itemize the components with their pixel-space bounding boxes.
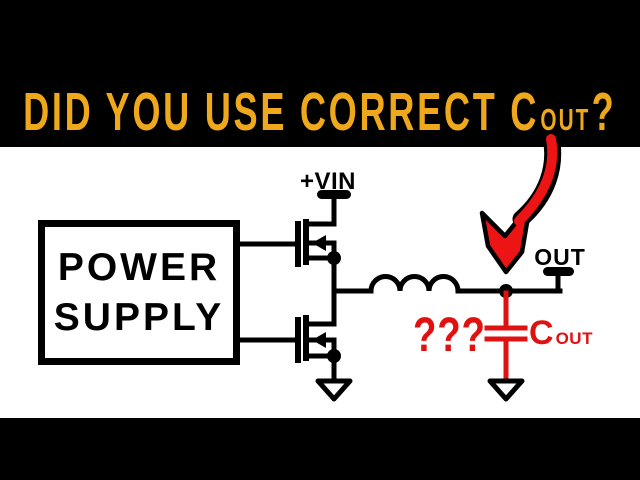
inductor-icon [368, 274, 461, 294]
ground-symbol-capacitor [487, 378, 525, 402]
cout-label-subscript: OUT [555, 329, 593, 348]
output-capacitor-icon [484, 290, 528, 384]
unknown-value-label: ??? [413, 309, 486, 362]
cout-label: C OUT [529, 316, 593, 350]
out-terminal [543, 267, 574, 276]
vin-label: +VIN [299, 168, 357, 195]
bottom-letterbox-bar [0, 418, 640, 480]
low-side-mosfet-icon [235, 315, 341, 385]
out-label: OUT [534, 244, 586, 270]
ground-symbol-switch [315, 378, 353, 402]
high-side-mosfet-icon [235, 219, 341, 327]
red-pointer-arrow-icon [479, 128, 562, 275]
power-supply-label-line1: POWER [57, 246, 221, 289]
power-supply-label-line2: SUPPLY [53, 296, 225, 339]
inductor-and-output-wire [331, 273, 563, 294]
top-letterbox-bar [0, 0, 640, 147]
vin-terminal [317, 190, 351, 227]
cout-label-main: C [529, 314, 554, 352]
power-supply-box: POWER SUPPLY [38, 220, 240, 365]
